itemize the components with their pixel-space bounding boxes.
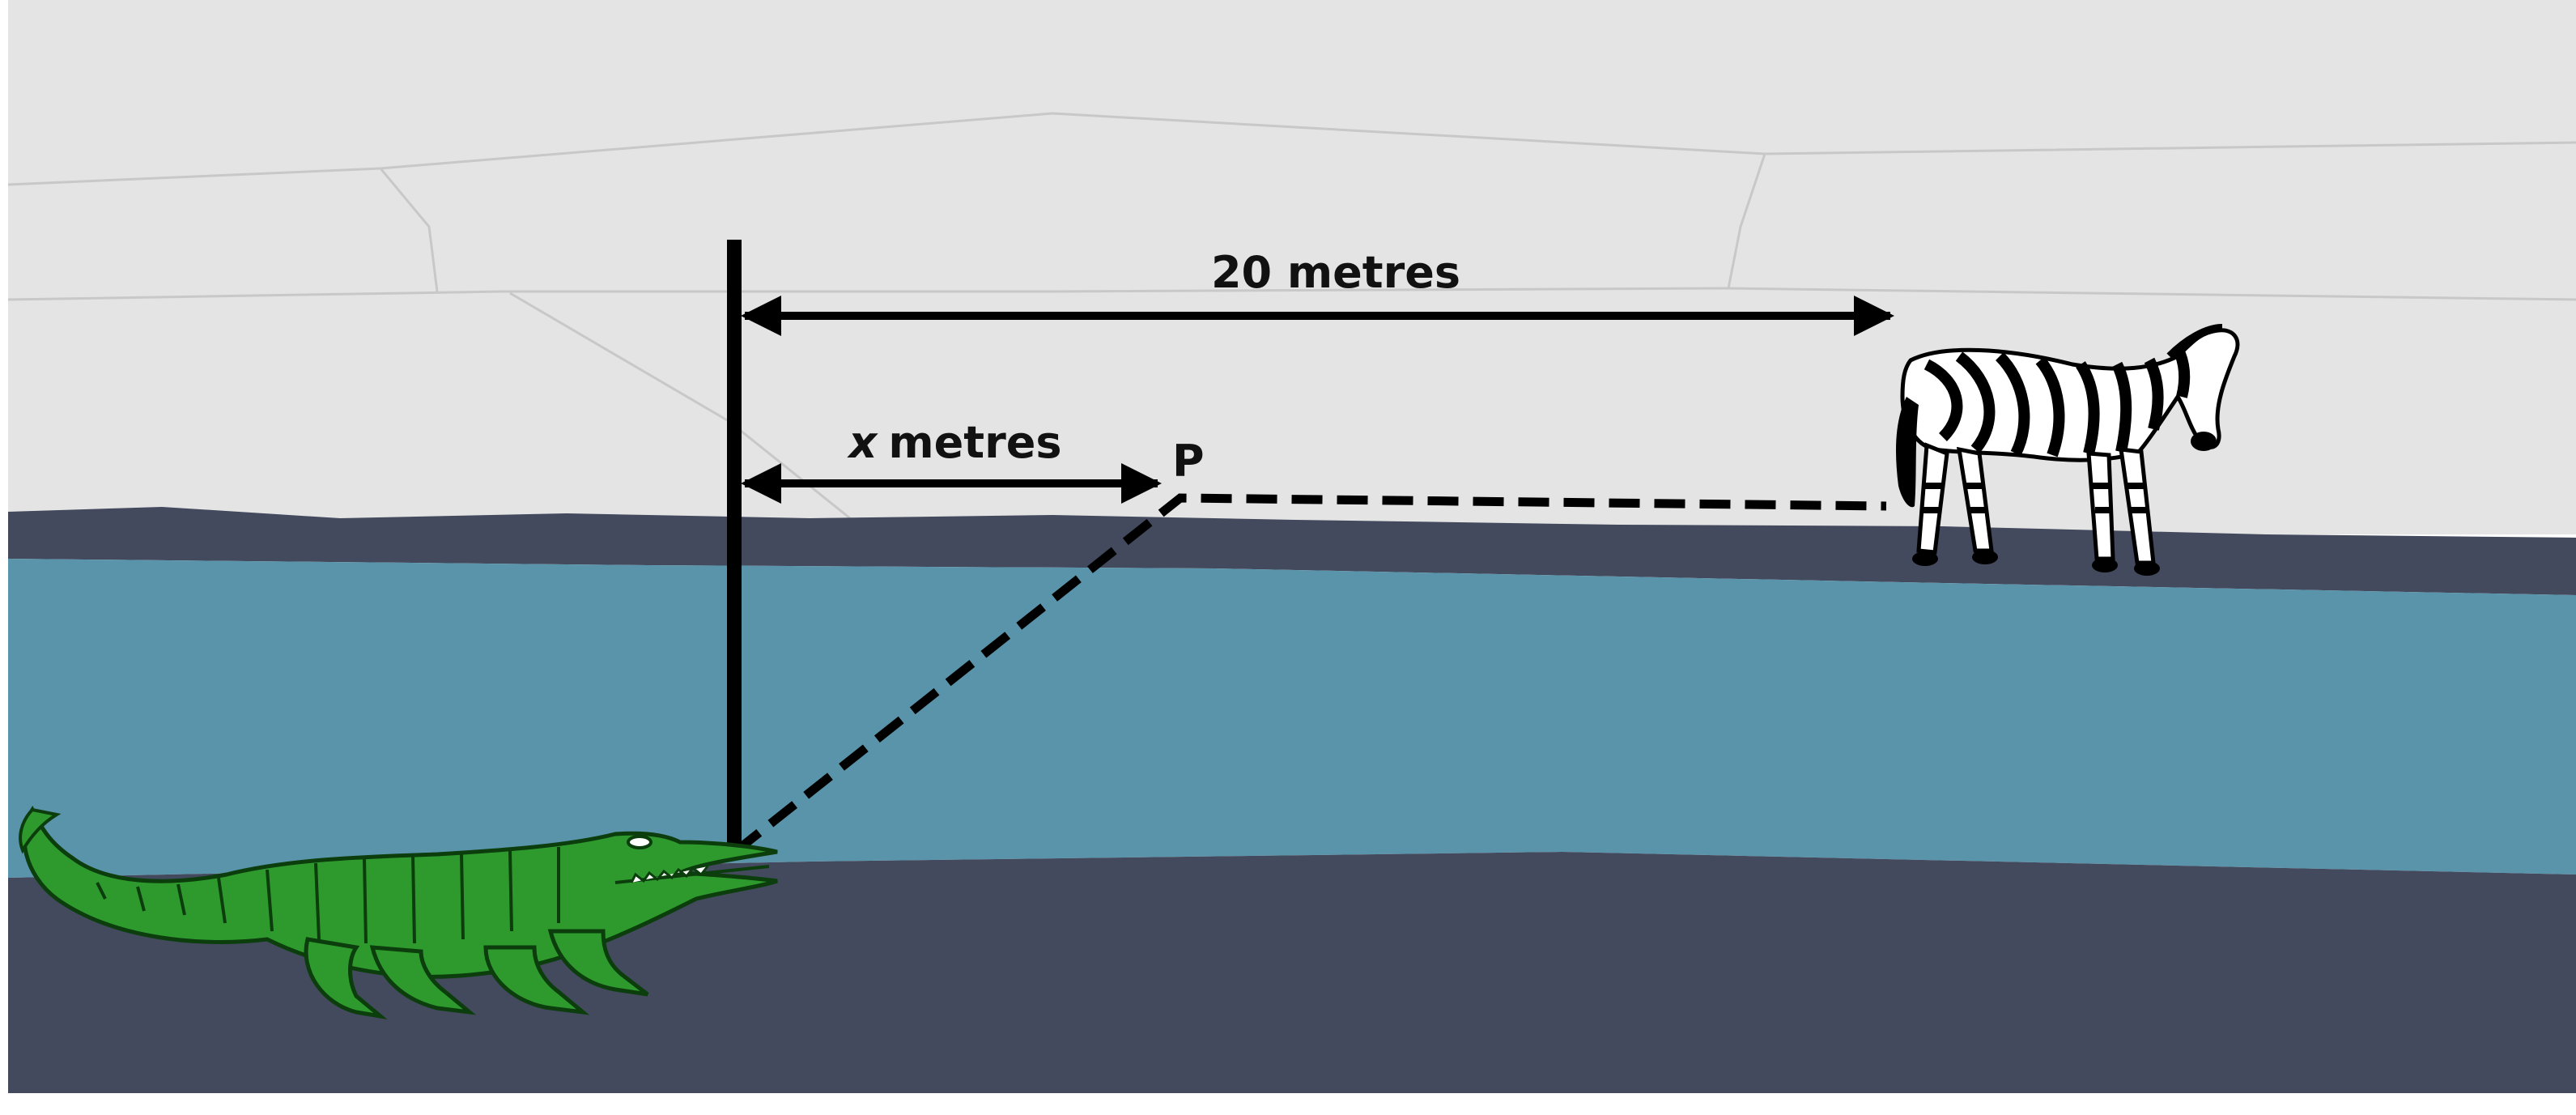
zebra-icon (1896, 324, 2240, 576)
reference-post (727, 240, 742, 855)
distance-total-label: 20 metres (1211, 247, 1460, 298)
sky-lines (7, 112, 2576, 520)
point-p-label: P (1172, 436, 1205, 487)
distance-x-variable: x (847, 417, 879, 468)
crocodile-path (732, 493, 1887, 856)
sky (8, 0, 2576, 534)
crocodile-icon (19, 806, 778, 1019)
river (8, 559, 2576, 878)
distance-x-unit: metres (888, 417, 1061, 468)
